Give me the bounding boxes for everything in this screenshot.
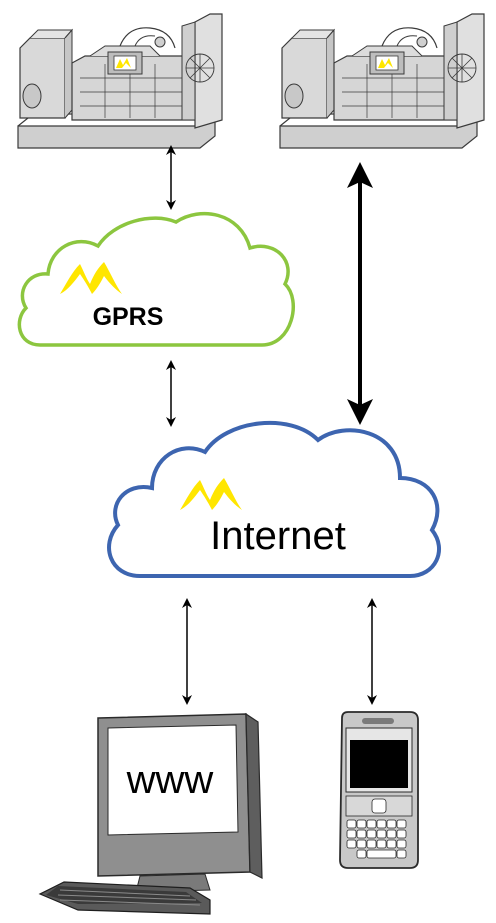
computer: www [38, 712, 263, 915]
internet-cloud: Internet [107, 420, 441, 578]
monitor-screen-text: www [126, 758, 214, 802]
gprs-cloud: GPRS [17, 211, 295, 347]
gprs-label: GPRS [93, 303, 164, 331]
cloud-icon-internet [107, 420, 441, 578]
internet-label: Internet [210, 514, 346, 558]
generator-icon-right [279, 13, 485, 149]
generator-icon-left [17, 13, 223, 149]
smartphone-icon [339, 711, 419, 869]
monitor-icon: www [97, 712, 263, 893]
keyboard-icon [38, 881, 211, 915]
cloud-icon-gprs [17, 211, 295, 347]
